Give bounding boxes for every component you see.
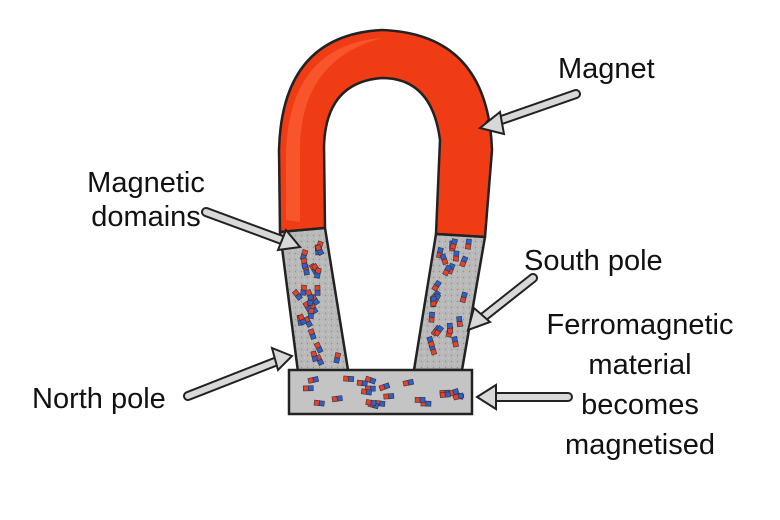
domain-mark [313,399,325,407]
domain-mark [304,289,315,301]
magnet-label: Magnet [558,53,655,85]
north-pole-arrow [183,346,294,401]
domain-mark [365,399,377,407]
domain-mark [297,313,308,326]
domain-mark [446,322,454,334]
domain-mark [291,289,303,301]
magnetic-domains-line-2: domains [91,201,201,233]
domain-mark [426,335,435,348]
ferromagnetic-line-2: material [588,349,692,381]
domain-mark [439,253,449,266]
magnet-arch [277,28,494,239]
domain-mark [451,336,459,348]
ferromagnetic-line-4: magnetised [565,429,715,461]
domain-mark [356,379,368,387]
domain-mark [313,341,324,354]
domain-mark [383,393,395,400]
magnetic-domains-line-1: Magnetic [87,167,205,199]
domain-mark [414,397,426,403]
domain-mark [333,352,342,364]
domain-mark [459,291,468,304]
magnet-arrow [477,89,581,136]
domain-mark [428,311,435,323]
domain-mark [364,375,377,385]
domain-mark [439,391,451,398]
ferromagnetic-line-3: becomes [581,389,699,421]
ferromagnetic-line-1: Ferromagnetic [546,309,734,341]
ferromagnetic-arrow [475,383,573,411]
south-pole-label: South pole [524,245,663,277]
domain-mark [465,238,472,250]
magnetic-domains-label: Magnetic domains [76,166,216,234]
domain-mark [360,388,373,396]
domain-mark [459,255,469,268]
domains-arrow [201,207,302,252]
domain-mark [314,267,322,279]
domain-mark [430,295,437,307]
north-pole-label: North pole [32,383,166,415]
right-pole [412,232,487,372]
domain-mark [442,264,453,277]
domain-mark [378,382,391,392]
domain-mark [307,307,315,320]
domain-mark [456,315,463,328]
domain-mark [310,350,319,363]
domain-mark [314,243,325,256]
domain-mark [402,378,415,387]
domain-mark [343,375,355,382]
domain-mark [307,376,320,384]
domain-mark [452,250,460,262]
domain-mark [436,247,444,259]
ferromagnetic-label: Ferromagnetic material becomes magnetise… [530,305,750,465]
magnetic-domains [291,238,472,410]
domain-mark [302,385,314,392]
magnet-arch-shade [286,38,382,222]
domain-mark [314,284,321,296]
domain-mark [447,388,460,397]
south-pole-arrow [466,273,538,332]
domain-mark [331,395,343,403]
domain-mark [307,328,317,341]
domain-mark [300,257,308,269]
domain-mark [433,324,445,337]
domain-mark [449,238,458,250]
domain-mark [431,279,442,292]
domain-mark [300,284,307,296]
